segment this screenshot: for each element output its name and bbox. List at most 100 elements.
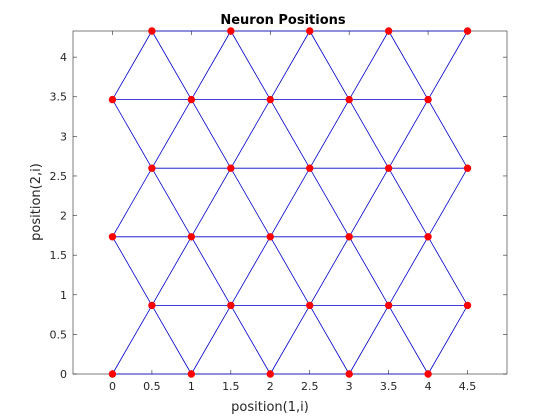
neuron-point <box>108 233 117 241</box>
neighbor-edge <box>388 168 429 237</box>
neuron-point <box>266 95 274 104</box>
neighbor-edge <box>230 168 271 237</box>
x-tick-label: 3.5 <box>380 380 398 393</box>
neuron-point <box>463 301 472 310</box>
neighbor-edge <box>151 99 192 169</box>
neuron-point <box>108 370 117 378</box>
neighbor-edge <box>348 236 389 306</box>
x-tick-label: 2.5 <box>301 380 319 393</box>
neighbor-edge <box>151 168 192 237</box>
neighbor-edge <box>348 168 389 237</box>
neuron-point <box>424 233 432 241</box>
x-tick-label: 0 <box>109 380 116 393</box>
neighbor-edge <box>388 305 429 375</box>
neuron-point <box>384 301 393 310</box>
x-tick-label: 4.5 <box>459 380 477 393</box>
y-tick-label: 0.5 <box>50 328 68 341</box>
y-tick-label: 1.5 <box>50 249 68 262</box>
neighbor-edge <box>151 236 192 306</box>
x-tick-label: 2 <box>267 380 274 393</box>
neighbor-edge <box>230 305 271 375</box>
neuron-point <box>424 95 432 104</box>
y-tick-label: 3 <box>60 130 67 143</box>
neuron-point <box>306 164 314 172</box>
neuron-point <box>148 301 156 310</box>
neighbor-edge <box>112 168 153 237</box>
neighbor-edge <box>112 99 153 169</box>
neighbor-edge <box>427 168 468 237</box>
neuron-point <box>187 95 196 104</box>
neuron-point <box>345 370 353 378</box>
neighbor-edge <box>112 30 153 100</box>
neuron-point <box>266 233 274 241</box>
neuron-point <box>187 370 196 378</box>
neuron-point <box>227 164 235 172</box>
neuron-point <box>306 27 314 35</box>
neighbor-edge <box>269 305 311 375</box>
neuron-point <box>227 27 235 35</box>
neighbor-edge <box>309 168 350 237</box>
neighbor-edge <box>348 305 389 375</box>
neuron-point <box>345 233 353 241</box>
x-tick-label: 3 <box>346 380 353 393</box>
neighbor-edge <box>151 305 192 375</box>
neighbor-edge <box>348 30 389 100</box>
neighbor-edge <box>309 99 350 169</box>
neighbor-edge <box>191 305 232 375</box>
neighbor-edge <box>191 168 232 237</box>
neuron-point <box>424 370 432 378</box>
neighbor-edge <box>269 30 311 100</box>
neuron-point <box>187 233 196 241</box>
y-tick-label: 2.5 <box>50 170 68 183</box>
neighbor-edge <box>230 30 271 100</box>
plot-area: 0 0.5 1 1.5 2 2.5 3 3.5 4 4.5 0 0.5 1 1.5 2 2.5 3 3.5 4 <box>50 27 508 393</box>
neuron-point <box>148 164 156 172</box>
neighbor-edge <box>348 99 389 169</box>
neighbor-edge <box>191 236 232 306</box>
y-tick-label: 0 <box>60 368 67 381</box>
neighbor-edge <box>309 305 350 375</box>
neighbor-edge <box>112 305 153 375</box>
neighbor-edge <box>269 236 311 306</box>
neuron-point <box>266 370 274 378</box>
neuron-point <box>463 27 472 35</box>
x-axis-label: position(1,i) <box>231 400 309 415</box>
neuron-point <box>463 164 472 172</box>
neighbor-edge <box>427 99 468 169</box>
neighbor-edge <box>191 30 232 100</box>
x-tick-label: 1.5 <box>222 380 240 393</box>
y-tick-label: 2 <box>60 210 67 223</box>
neighbor-edge <box>191 99 232 169</box>
y-tick-label: 1 <box>60 289 67 302</box>
x-tick-label: 4 <box>425 380 432 393</box>
x-tick-label: 1 <box>188 380 195 393</box>
chart-title: Neuron Positions <box>220 13 346 28</box>
neuron-point <box>148 27 156 35</box>
neighbor-edge <box>388 99 429 169</box>
neuron-point <box>384 27 393 35</box>
neuron-point <box>384 164 393 172</box>
neighbor-edge <box>388 236 429 306</box>
neighbor-edge <box>151 30 192 100</box>
neighbor-edge <box>230 236 271 306</box>
neighbor-edge <box>427 236 468 306</box>
x-tick-label: 0.5 <box>143 380 161 393</box>
neighbor-edge <box>112 236 153 306</box>
neighbor-edge <box>230 99 271 169</box>
neighbor-edge <box>388 30 429 100</box>
y-tick-label: 4 <box>60 51 67 64</box>
neuron-point <box>345 95 353 104</box>
y-tick-label: 3.5 <box>50 91 68 104</box>
neuron-point <box>306 301 314 310</box>
neighbor-edge <box>269 168 311 237</box>
neighbor-edge <box>269 99 311 169</box>
neuron-point <box>227 301 235 310</box>
neighbor-edge <box>427 30 468 100</box>
neighbor-edge <box>427 305 468 375</box>
neighbor-edge <box>309 236 350 306</box>
neighbor-edge <box>309 30 350 100</box>
y-axis-label: position(2,i) <box>29 163 44 241</box>
neuron-point <box>108 95 117 104</box>
